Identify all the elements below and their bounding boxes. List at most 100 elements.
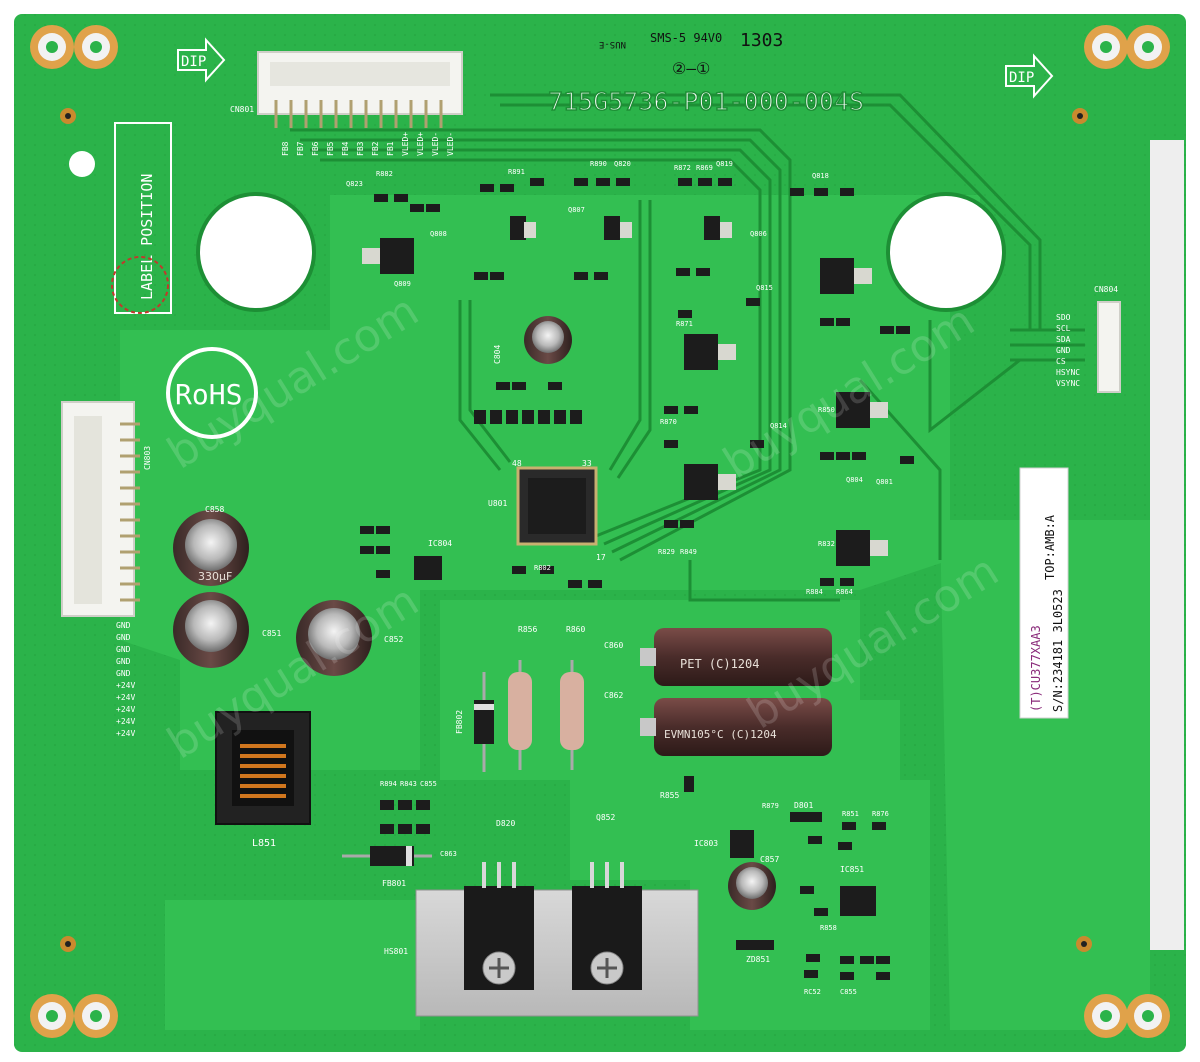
svg-text:R864: R864: [836, 588, 853, 596]
mounting-holes: [30, 25, 1170, 1038]
svg-text:S/N:234181 3L0523: S/N:234181 3L0523: [1051, 589, 1065, 712]
power-pin-labels: GND GND GND GND GND +24V +24V +24V +24V …: [116, 621, 135, 738]
svg-text:GND: GND: [116, 669, 131, 678]
svg-text:Q809: Q809: [394, 280, 411, 288]
svg-text:GND: GND: [1056, 346, 1071, 355]
svg-text:+24V: +24V: [116, 693, 135, 702]
svg-text:Q852: Q852: [596, 813, 615, 822]
svg-text:Q819: Q819: [716, 160, 733, 168]
svg-text:Q815: Q815: [756, 284, 773, 292]
svg-text:U801: U801: [488, 499, 507, 508]
svg-text:FB6: FB6: [311, 141, 320, 156]
svg-text:C852: C852: [384, 635, 403, 644]
svg-text:GND: GND: [116, 657, 131, 666]
svg-text:IC851: IC851: [840, 865, 864, 874]
svg-text:FB2: FB2: [371, 141, 380, 156]
svg-text:R876: R876: [872, 810, 889, 818]
svg-text:C851: C851: [262, 629, 281, 638]
svg-text:R860: R860: [566, 625, 585, 634]
svg-text:CN801: CN801: [230, 105, 254, 114]
svg-text:LABEL POSITION: LABEL POSITION: [138, 174, 156, 300]
svg-text:R872: R872: [674, 164, 691, 172]
svg-text:TOP:AMB:A: TOP:AMB:A: [1043, 514, 1057, 580]
svg-text:Q808: Q808: [430, 230, 447, 238]
cap-c862: C862 EVMN105°C (C)1204: [604, 691, 832, 756]
resistor-r856: R856: [508, 625, 537, 770]
svg-text:+24V: +24V: [116, 705, 135, 714]
svg-text:GND: GND: [116, 633, 131, 642]
cap-c860: C860 PET (C)1204: [604, 628, 832, 686]
dip-arrow-left: DIP: [177, 37, 226, 83]
material-rating: SMS-5 94V0: [650, 31, 722, 45]
svg-text:R850: R850: [818, 406, 835, 414]
svg-text:Q818: Q818: [812, 172, 829, 180]
svg-text:17: 17: [596, 553, 606, 562]
svg-text:FB4: FB4: [341, 141, 350, 156]
svg-text:IC804: IC804: [428, 539, 452, 548]
svg-text:R802: R802: [534, 564, 551, 572]
label-position-box: LABEL POSITION: [111, 122, 172, 314]
board-edge-strip: [1150, 140, 1184, 950]
svg-text:FB1: FB1: [386, 141, 395, 156]
svg-text:C855: C855: [840, 988, 857, 996]
cap-c804: C804: [493, 316, 572, 364]
svg-text:R849: R849: [680, 548, 697, 556]
svg-text:C804: C804: [493, 345, 502, 364]
svg-text:HS801: HS801: [384, 947, 408, 956]
cap-c851: C851: [173, 592, 281, 668]
svg-text:R869: R869: [696, 164, 713, 172]
svg-text:R851: R851: [842, 810, 859, 818]
mosfet-packages: [362, 216, 888, 566]
svg-text:(T)CU377XAA3: (T)CU377XAA3: [1029, 625, 1043, 712]
svg-text:Q801: Q801: [876, 478, 893, 486]
cn801-connector: CN801: [230, 51, 463, 128]
svg-text:+24V: +24V: [116, 681, 135, 690]
svg-text:L851: L851: [252, 838, 276, 849]
svg-text:RoHS: RoHS: [175, 378, 242, 411]
svg-text:Q814: Q814: [770, 422, 787, 430]
svg-text:R829: R829: [658, 548, 675, 556]
svg-text:IC803: IC803: [694, 839, 718, 848]
ul-mark: NUS-E: [599, 39, 626, 49]
svg-text:C858: C858: [205, 505, 224, 514]
svg-text:Q820: Q820: [614, 160, 631, 168]
svg-text:CN803: CN803: [143, 446, 152, 470]
svg-text:EVMN105°C (C)1204: EVMN105°C (C)1204: [664, 728, 777, 741]
svg-text:R832: R832: [818, 540, 835, 548]
svg-text:C862: C862: [604, 691, 623, 700]
cn804-connector: CN804: [1094, 285, 1121, 393]
svg-text:VLED-: VLED-: [446, 132, 455, 156]
svg-text:R882: R882: [376, 170, 393, 178]
svg-text:Q804: Q804: [846, 476, 863, 484]
svg-text:C857: C857: [760, 855, 779, 864]
svg-text:DIP: DIP: [1009, 70, 1034, 86]
ic851: IC851: [840, 865, 876, 916]
diode-fb801: FB801: [342, 846, 432, 888]
svg-text:D820: D820: [496, 819, 515, 828]
svg-text:PET (C)1204: PET (C)1204: [680, 657, 759, 671]
svg-text:C860: C860: [604, 641, 623, 650]
svg-text:SDA: SDA: [1056, 335, 1071, 344]
pcb-traces: [290, 93, 1085, 602]
svg-text:DIP: DIP: [181, 54, 206, 70]
dip-arrow-right: DIP: [1005, 53, 1054, 99]
cn803-connector: CN803: [61, 401, 152, 617]
smd-components: [360, 178, 914, 980]
svg-text:FB5: FB5: [326, 141, 335, 156]
rohs-mark: RoHS: [166, 347, 258, 439]
svg-text:CN804: CN804: [1094, 285, 1118, 294]
cap-c852: C852: [296, 600, 403, 676]
ic804: IC804: [414, 539, 452, 580]
serial-sticker: TOP:AMB:A (T)CU377XAA3 S/N:234181 3L0523: [1019, 467, 1069, 719]
label-d801: D801: [794, 801, 813, 810]
svg-text:VLED-: VLED-: [431, 132, 440, 156]
svg-text:48: 48: [512, 459, 522, 468]
svg-text:R884: R884: [806, 588, 823, 596]
svg-text:+24V: +24V: [116, 717, 135, 726]
svg-text:SCL: SCL: [1056, 324, 1071, 333]
inductor-l851: L851: [215, 711, 311, 849]
ic803: IC803: [694, 830, 754, 858]
svg-text:FB7: FB7: [296, 141, 305, 156]
svg-text:330µF: 330µF: [198, 570, 232, 583]
